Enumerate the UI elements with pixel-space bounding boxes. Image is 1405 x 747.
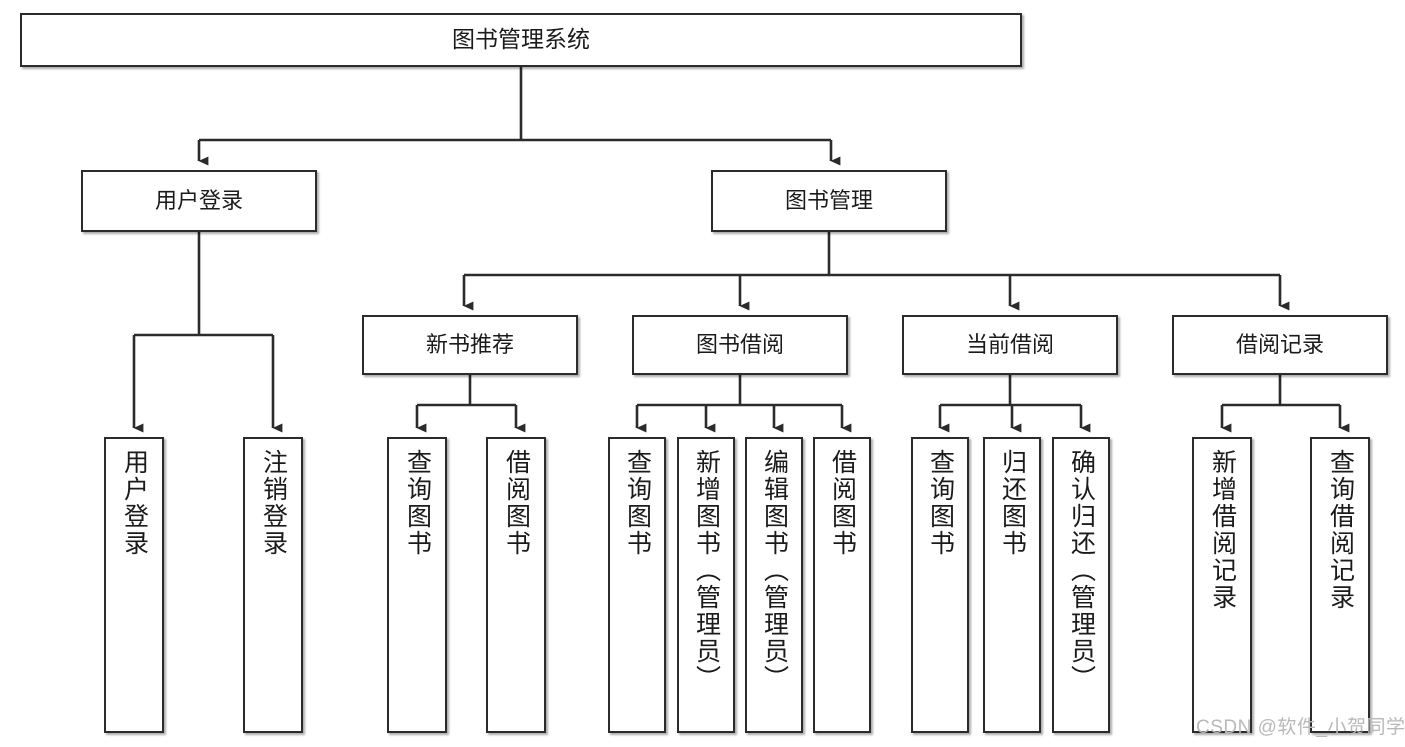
node-book-borrow-label: 图书借阅	[695, 332, 784, 358]
node-leaf-add-record-label: 新增借阅记录	[1208, 449, 1237, 611]
node-leaf-query-book-2-label: 查询图书	[623, 449, 652, 557]
node-leaf-confirm-return[interactable]: 确认归还（管理员）	[1052, 437, 1110, 733]
node-book-borrow[interactable]: 图书借阅	[632, 315, 848, 375]
node-user-login-label: 用户登录	[154, 188, 243, 214]
node-current-borrow-label: 当前借阅	[965, 332, 1054, 358]
node-leaf-edit-book[interactable]: 编辑图书（管理员）	[745, 437, 803, 733]
node-leaf-borrow-book-1[interactable]: 借阅图书	[486, 437, 546, 733]
node-borrow-record-label: 借阅记录	[1235, 332, 1324, 358]
node-leaf-query-book-2[interactable]: 查询图书	[608, 437, 666, 733]
node-leaf-user-logout-label: 注销登录	[259, 449, 288, 557]
node-leaf-query-record[interactable]: 查询借阅记录	[1310, 437, 1370, 733]
node-leaf-add-book-label: 新增图书（管理员）	[692, 449, 721, 692]
node-leaf-return-book[interactable]: 归还图书	[983, 437, 1041, 733]
node-leaf-confirm-return-label: 确认归还（管理员）	[1067, 449, 1096, 692]
node-leaf-borrow-book-1-label: 借阅图书	[502, 449, 531, 557]
node-leaf-user-login-label: 用户登录	[120, 449, 149, 557]
node-leaf-add-book[interactable]: 新增图书（管理员）	[677, 437, 735, 733]
node-leaf-user-logout[interactable]: 注销登录	[243, 437, 303, 733]
node-leaf-return-book-label: 归还图书	[998, 449, 1027, 557]
node-user-login[interactable]: 用户登录	[81, 170, 317, 232]
node-leaf-user-login[interactable]: 用户登录	[104, 437, 164, 733]
node-book-manage-label: 图书管理	[784, 188, 873, 214]
node-current-borrow[interactable]: 当前借阅	[902, 315, 1118, 375]
node-book-manage[interactable]: 图书管理	[711, 170, 947, 232]
node-leaf-query-book-3-label: 查询图书	[926, 449, 955, 557]
node-leaf-edit-book-label: 编辑图书（管理员）	[760, 449, 789, 692]
node-borrow-record[interactable]: 借阅记录	[1172, 315, 1388, 375]
node-leaf-add-record[interactable]: 新增借阅记录	[1192, 437, 1252, 733]
node-leaf-borrow-book-2[interactable]: 借阅图书	[813, 437, 871, 733]
node-leaf-query-book-1-label: 查询图书	[403, 449, 432, 557]
node-leaf-query-book-1[interactable]: 查询图书	[387, 437, 447, 733]
node-new-book-recommend-label: 新书推荐	[425, 332, 514, 358]
node-root-label: 图书管理系统	[452, 26, 590, 53]
node-new-book-recommend[interactable]: 新书推荐	[362, 315, 578, 375]
node-leaf-query-book-3[interactable]: 查询图书	[911, 437, 969, 733]
node-root[interactable]: 图书管理系统	[20, 13, 1022, 67]
node-leaf-borrow-book-2-label: 借阅图书	[828, 449, 857, 557]
node-leaf-query-record-label: 查询借阅记录	[1326, 449, 1355, 611]
